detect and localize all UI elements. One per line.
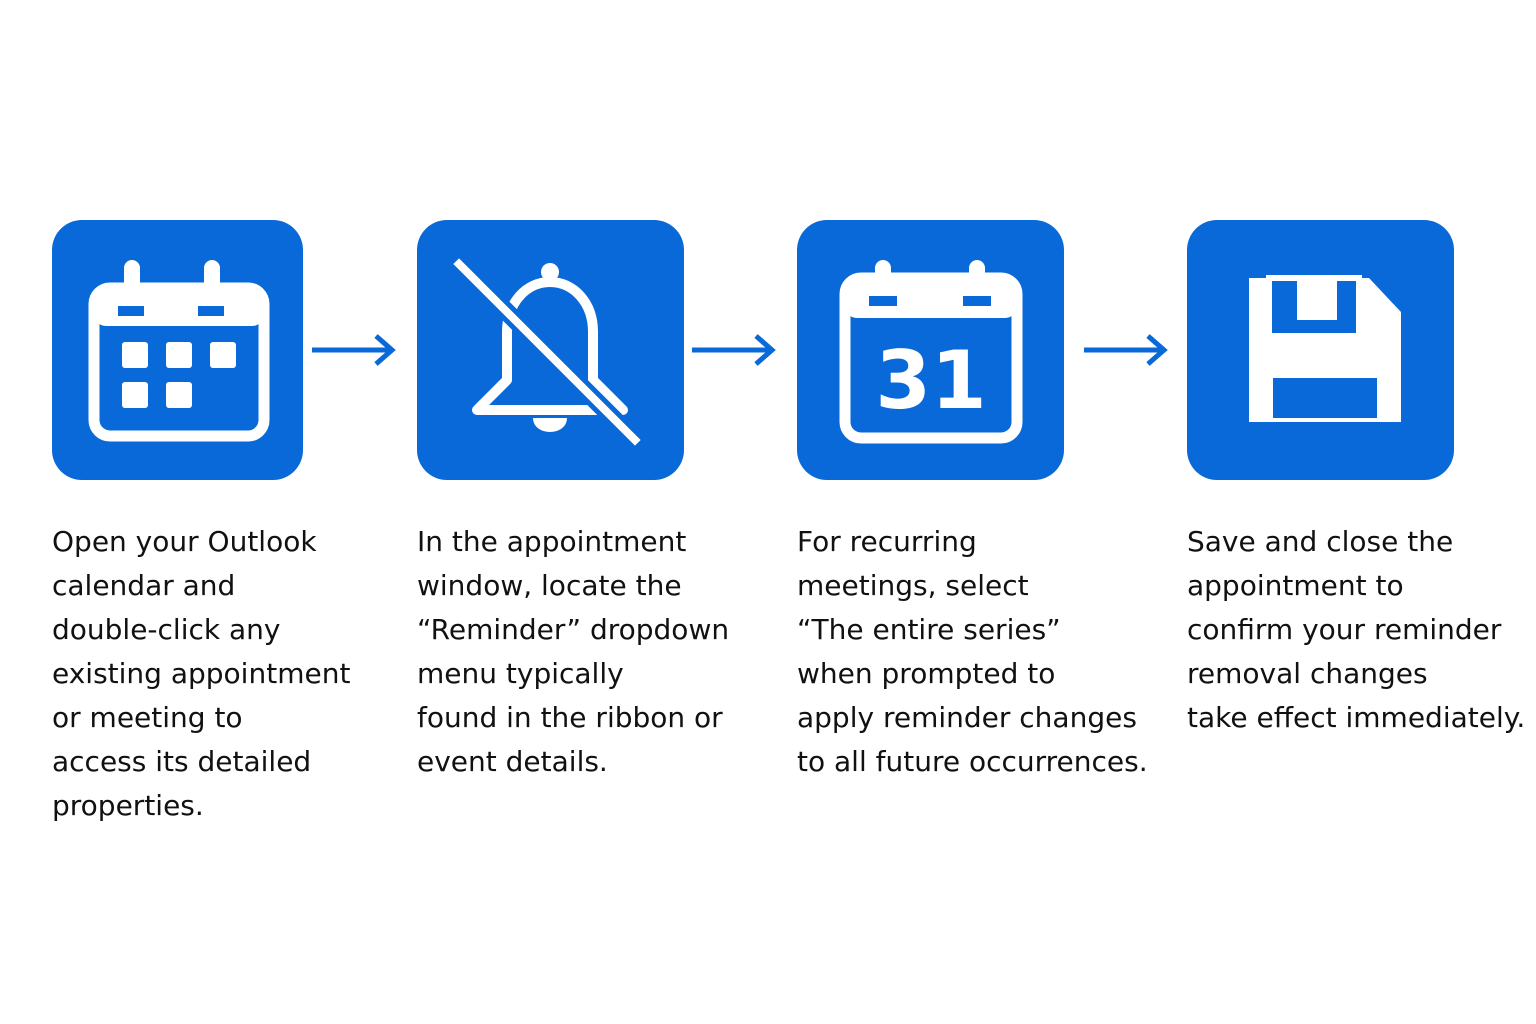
bell-off-icon [452, 257, 642, 447]
arrow-right-icon [1084, 334, 1168, 366]
step-2-description: In the appointment window, locate the “R… [417, 525, 730, 778]
arrow-right-icon [312, 334, 396, 366]
step-1-tile [52, 220, 303, 480]
step-2-tile [417, 220, 684, 480]
floppy-disk-save-icon [1249, 275, 1401, 422]
step-3-tile: 31 [797, 220, 1064, 480]
calendar-grid-icon [88, 260, 270, 442]
step-4-tile [1187, 220, 1454, 480]
calendar-date-icon: 31 [839, 260, 1023, 444]
step-1-description: Open your Outlook calendar and double-cl… [52, 525, 351, 822]
calendar-date-number: 31 [875, 334, 986, 427]
arrow-right-icon [692, 334, 776, 366]
step-4-description: Save and close the appointment to confir… [1187, 525, 1526, 734]
step-3-description: For recurring meetings, select “The enti… [797, 525, 1148, 778]
